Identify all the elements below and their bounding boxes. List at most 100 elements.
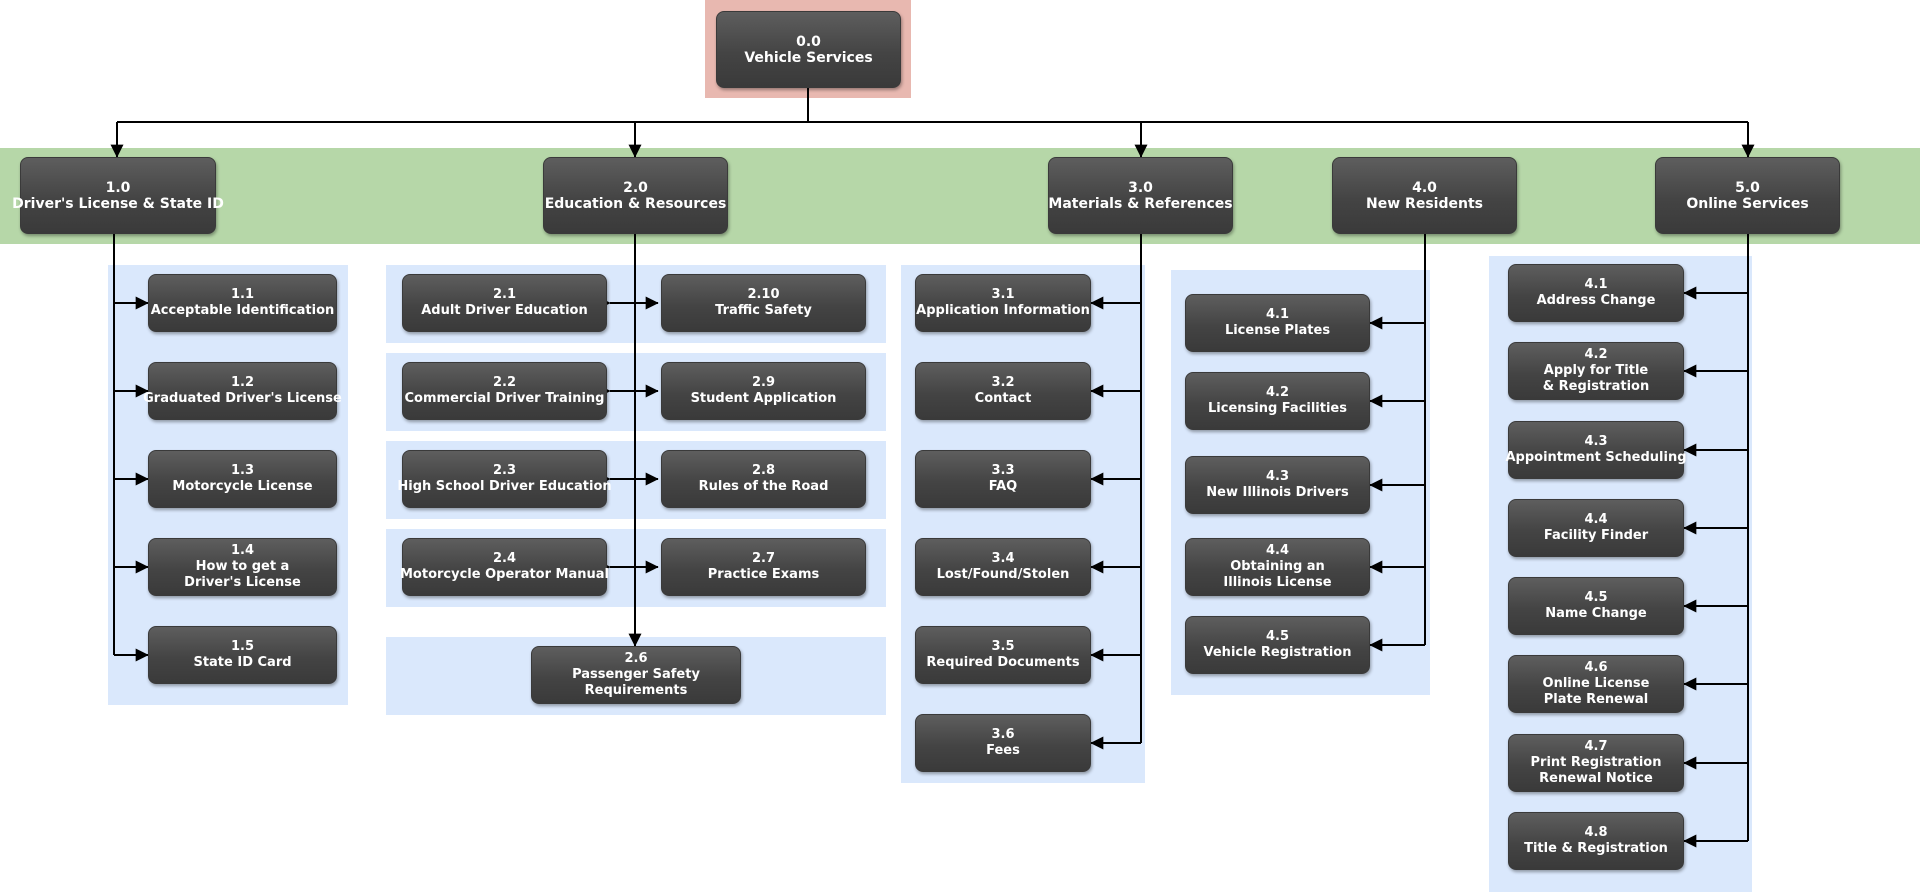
subsection-node-label: Title & Registration	[1524, 841, 1668, 856]
subsection-node-label: Driver's License	[184, 575, 301, 590]
subsection-node-label: Motorcycle License	[172, 479, 313, 494]
subsection-node-id: 2.10	[747, 287, 780, 302]
subsection-node-id: 4.8	[1584, 825, 1608, 840]
subsection-node-id: 3.1	[991, 287, 1015, 302]
subsection-node-label: Traffic Safety	[715, 303, 812, 318]
section-node-label: Materials & References	[1048, 195, 1233, 212]
subsection-node-label: Requirements	[584, 683, 688, 698]
sections-band	[0, 148, 1920, 244]
subsection-node-id: 4.6	[1584, 660, 1608, 675]
root-node[interactable]: 0.0 Vehicle Services	[716, 11, 901, 88]
subsection-node-id: 4.4	[1265, 543, 1290, 558]
subsection-node-label: High School Driver Education	[397, 479, 612, 494]
subsection-node-id: 3.5	[991, 639, 1015, 654]
subsection-node-label: Online License	[1542, 676, 1650, 691]
subsection-node-id: 1.1	[230, 287, 255, 302]
subsection-node-label: Adult Driver Education	[421, 303, 588, 318]
subsection-node-id: 2.6	[624, 651, 648, 666]
subsection-node-label: State ID Card	[193, 655, 292, 670]
subsection-node-id: 4.1	[1584, 277, 1608, 292]
subsection-node-label: Rules of the Road	[698, 479, 829, 494]
subsection-node-label: License Plates	[1224, 323, 1331, 338]
subsection-node-label: Graduated Driver's License	[143, 391, 342, 406]
subsection-node-label: Commercial Driver Training	[404, 391, 605, 406]
subsection-node-label: Lost/Found/Stolen	[936, 567, 1070, 582]
subsection-node-label: Motorcycle Operator Manual	[400, 567, 609, 582]
subsection-node-label: Facility Finder	[1543, 528, 1649, 543]
subsection-node-label: Required Documents	[926, 655, 1080, 670]
subsection-node-id: 2.9	[751, 375, 776, 390]
subsection-node-id: 1.5	[230, 639, 255, 654]
subsection-node-label: Student Application	[690, 391, 837, 406]
subsection-node-label: & Registration	[1542, 379, 1650, 394]
subsection-node-label: FAQ	[988, 479, 1018, 494]
section-node-new-residents[interactable]: 4.0 New Residents	[1332, 157, 1517, 234]
subsection-node-id: 3.2	[991, 375, 1015, 390]
subsection-node-label: Application Information	[916, 303, 1090, 318]
section-node-id: 4.0	[1412, 179, 1437, 196]
subsection-node-label: Contact	[974, 391, 1032, 406]
subsection-node-id: 3.4	[991, 551, 1015, 566]
subsection-node-id: 4.3	[1584, 434, 1608, 449]
section-node-id: 2.0	[623, 179, 648, 196]
section-node-education[interactable]: 2.0 Education & Resources	[543, 157, 728, 234]
subsection-node-label: How to get a	[195, 559, 290, 574]
section-node-online-services[interactable]: 5.0 Online Services	[1655, 157, 1840, 234]
subsection-node-id: 2.2	[492, 375, 517, 390]
subsection-node-id: 2.7	[751, 551, 776, 566]
subsection-node-label: Appointment Scheduling	[1505, 450, 1687, 465]
group-band-3	[901, 265, 1145, 783]
section-node-id: 3.0	[1128, 179, 1153, 196]
subsection-node-id: 2.1	[492, 287, 517, 302]
section-node-id: 5.0	[1735, 179, 1760, 196]
subsection-node-id: 2.4	[492, 551, 517, 566]
subsection-node-id: 3.6	[991, 727, 1015, 742]
subsection-node-label: Licensing Facilities	[1208, 401, 1347, 416]
section-node-label: Driver's License & State ID	[12, 195, 224, 212]
subsection-node-id: 3.3	[991, 463, 1015, 478]
root-node-label: Vehicle Services	[744, 49, 873, 66]
section-node-drivers-license[interactable]: 1.0 Driver's License & State ID	[12, 157, 224, 234]
subsection-node-id: 2.3	[492, 463, 517, 478]
subsection-node-id: 4.2	[1584, 347, 1608, 362]
section-node-id: 1.0	[105, 179, 131, 196]
section-node-materials[interactable]: 3.0 Materials & References	[1048, 157, 1233, 234]
subsection-node-id: 2.8	[751, 463, 776, 478]
subsection-node-label: Fees	[986, 743, 1020, 758]
subsection-node-id: 4.4	[1584, 512, 1608, 527]
section-node-label: Education & Resources	[544, 195, 727, 212]
